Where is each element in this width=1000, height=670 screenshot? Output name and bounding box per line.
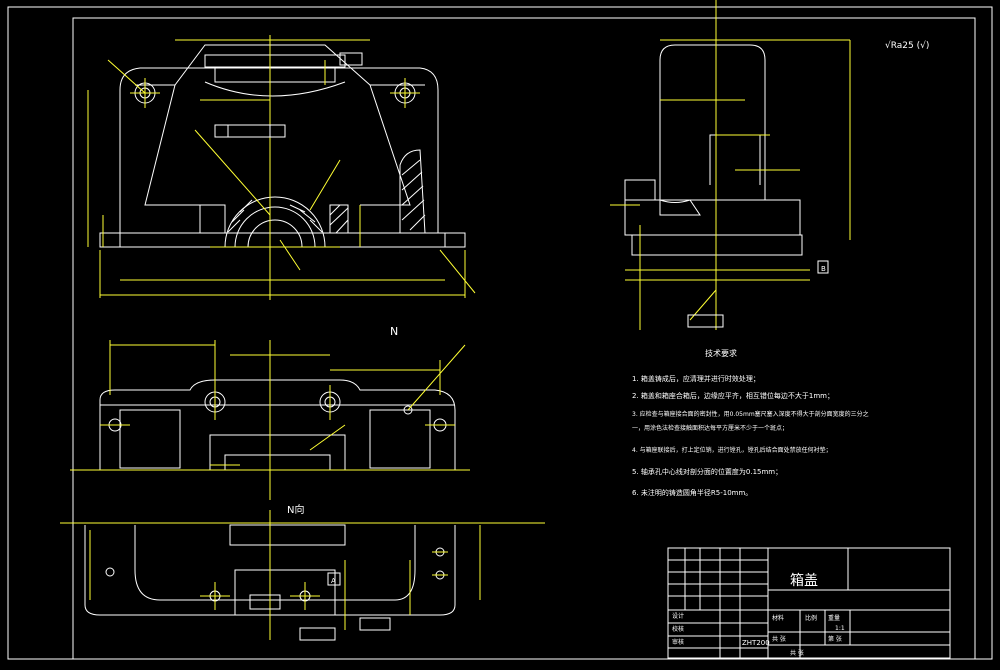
requirement-6: 6. 未注明的铸造圆角半径R5-10mm。: [632, 488, 752, 497]
tech-title: 技术要求: [705, 348, 737, 358]
technical-requirements: 技术要求 1. 箱盖铸成后，应清理并进行时效处理； 2. 箱盖和箱座合箱后，边缘…: [632, 348, 869, 497]
tb-label-weight: 重量: [828, 614, 840, 622]
scale: 1:1: [835, 625, 845, 632]
datum-a-label: A: [331, 577, 336, 585]
roughness-note: √Ra25 (√): [885, 40, 929, 51]
tb-label-scale: 比例: [805, 614, 817, 622]
view-arrow-label-n: N: [390, 325, 398, 338]
front-view: [87, 35, 476, 300]
side-view: [610, 0, 851, 330]
top-view: [70, 340, 470, 500]
tb-label-review: 审核: [672, 638, 684, 646]
requirement-1: 1. 箱盖铸成后，应清理并进行时效处理；: [632, 374, 760, 383]
tb-label-design: 设计: [672, 612, 684, 620]
n-view: [60, 510, 545, 641]
tb-label-material: 材料: [772, 614, 784, 622]
tb-label-check: 校核: [672, 625, 684, 633]
outer-border: [7, 6, 993, 660]
datum-b-label: B: [821, 265, 826, 273]
requirement-2: 2. 箱盖和箱座合箱后，边缘应平齐，相互错位每边不大于1mm；: [632, 391, 834, 400]
requirement-3: 3. 应检查与箱座接合面的密封性，用0.05mm塞尺塞入深度不得大于剖分面宽度的…: [632, 410, 869, 418]
title-block: 箱盖 ZHT200 1:1 共 张 设计 校核 审核 比例 重量 材料 共 张 …: [667, 547, 951, 659]
part-name: 箱盖: [790, 573, 818, 589]
tb-label-sheet: 第 张: [828, 635, 842, 643]
tb-label-total: 共 张: [772, 635, 786, 643]
inner-border: [72, 17, 976, 660]
requirement-5: 5. 轴承孔中心线对剖分面的位置度为0.15mm；: [632, 467, 782, 476]
material: ZHT200: [742, 639, 770, 647]
view-title-n: N向: [287, 503, 304, 516]
sheet-count: 共 张: [790, 649, 804, 657]
requirement-4: 4. 与箱座联接后，打上定位销，进行镗孔，镗孔后结合面处禁放任何衬垫；: [632, 446, 832, 454]
requirement-3b: 一，用涂色法检查接触面积达每平方厘米不少于一个斑点；: [632, 424, 788, 432]
